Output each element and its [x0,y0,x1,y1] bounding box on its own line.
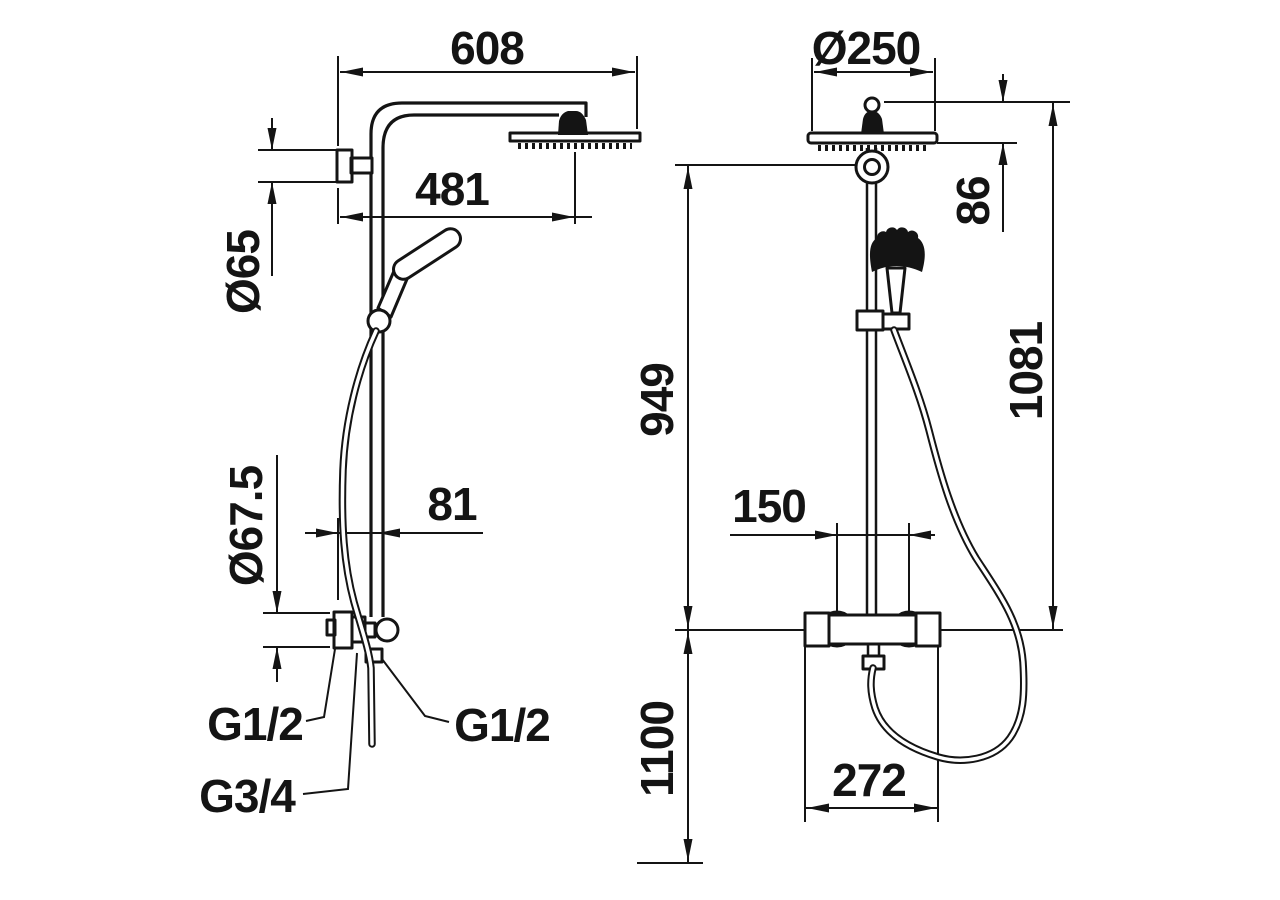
head-ball-joint-side [558,111,588,135]
connection-labels: G1/2 G3/4 G1/2 [199,648,551,822]
front-view: Ø250 86 949 1081 1100 [631,22,1070,864]
leader-outlet-conn [302,652,358,795]
dim-lines [337,56,638,146]
dim-flange-diameter: Ø67.5 [220,455,330,682]
dim-conn-spacing: 150 [730,480,935,612]
holder-pivot-side [366,308,392,334]
dim-head-diameter: Ø250 [811,22,936,131]
dim-flange-diameter-label: Ø67.5 [220,465,272,586]
slider-holder-front [855,309,911,332]
valve-cap-right [914,611,942,648]
dim-mount-height-label: 1100 [631,701,683,797]
rain-head-front [806,131,939,145]
dim-head-drop: 86 [947,74,1008,232]
handshower-handle-side [392,227,462,281]
dim-mount-height: 1100 [631,630,693,863]
handshower-handle-front [885,266,907,315]
dim-lines [730,523,935,612]
dim-head-offset: 481 [337,152,592,224]
dim-arrows [272,591,282,669]
handshower-head-front [869,227,925,272]
side-view: 608 481 Ø65 81 Ø67.5 [199,22,642,822]
dim-bracket-diameter-label: Ø65 [217,230,269,314]
valve-cap-left [803,611,831,648]
dim-rail-offset: 81 [305,478,483,600]
dim-valve-width-label: 272 [832,754,906,806]
leader-wall-conn [305,648,336,722]
dim-bracket-diameter: Ø65 [217,118,336,314]
hose-front-core [869,328,1026,762]
dim-arrows [998,80,1008,165]
dim-arrows [267,128,277,204]
hose-conn-label: G1/2 [454,699,550,751]
dim-lines [258,118,336,276]
wall-bracket [335,148,374,184]
dim-head-diameter-label: Ø250 [812,22,921,74]
dim-arm-reach: 608 [337,22,638,146]
valve-knob-side [374,617,400,643]
dim-rail-length: 949 [631,165,693,630]
hose-side-core [340,329,378,746]
dim-head-drop-label: 86 [947,176,999,225]
dim-rail-offset-label: 81 [427,478,477,530]
dim-head-offset-label: 481 [415,163,489,215]
valve-body-front [818,613,922,646]
wall-conn-label: G1/2 [207,698,303,750]
dim-total-height-label: 1081 [1000,321,1052,420]
dim-arm-reach-label: 608 [450,22,524,74]
dim-total-height: 1081 [1000,102,1058,630]
outlet-conn-label: G3/4 [199,770,296,822]
dim-lines [263,455,330,682]
rail-ring-inner [863,158,881,176]
dim-valve-width: 272 [804,645,939,822]
dim-rail-length-label: 949 [631,363,683,437]
rail-and-arm-pipe [369,101,588,617]
ball-joint-knob [863,96,881,114]
head-ball-joint-front [861,111,884,134]
dim-conn-spacing-label: 150 [732,480,806,532]
rail-front [865,148,878,614]
leader-hose-conn [381,658,450,723]
